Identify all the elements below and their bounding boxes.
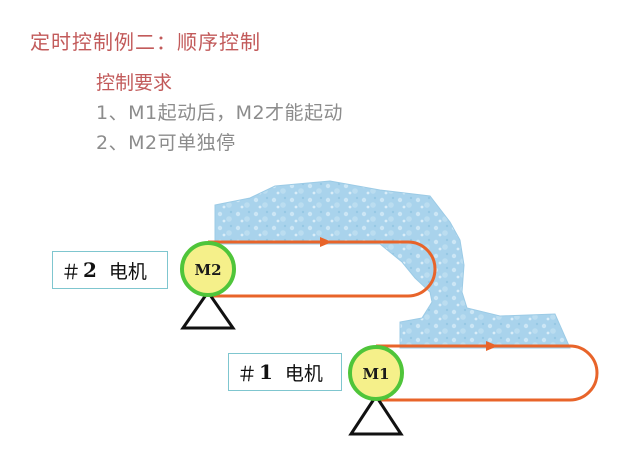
motor-label-1-hash: ＃ bbox=[237, 361, 257, 386]
requirements-heading: 控制要求 bbox=[96, 72, 173, 94]
belt-arrow-m1 bbox=[486, 341, 498, 351]
conveyor-belt-m1 bbox=[376, 344, 599, 402]
motor-label-2-number: 2 bbox=[83, 258, 97, 282]
slide-title: 定时控制例二：顺序控制 bbox=[30, 30, 261, 54]
material-flow bbox=[214, 180, 571, 349]
motor-label-2-word: 电机 bbox=[108, 260, 147, 283]
motor-tag-m2: M2 bbox=[194, 261, 221, 279]
motor-label-1-word: 电机 bbox=[284, 362, 323, 385]
motor-tag-m1: M1 bbox=[362, 365, 389, 383]
support-triangle-m2 bbox=[180, 289, 236, 330]
conveyor-belt-m2 bbox=[208, 240, 437, 298]
requirement-item-1: 1、M1起动后，M2才能起动 bbox=[96, 102, 344, 124]
pulley-m1 bbox=[348, 345, 404, 401]
pulley-m2 bbox=[180, 241, 236, 297]
support-triangle-m1 bbox=[348, 393, 404, 436]
belt-arrow-m2 bbox=[320, 237, 332, 247]
motor-label-2: ＃ 2 电机 bbox=[52, 251, 168, 289]
motor-label-2-hash: ＃ bbox=[61, 259, 81, 284]
motor-label-1: ＃ 1 电机 bbox=[228, 353, 342, 391]
requirement-item-2: 2、M2可单独停 bbox=[96, 132, 236, 154]
motor-label-1-number: 1 bbox=[259, 360, 273, 384]
